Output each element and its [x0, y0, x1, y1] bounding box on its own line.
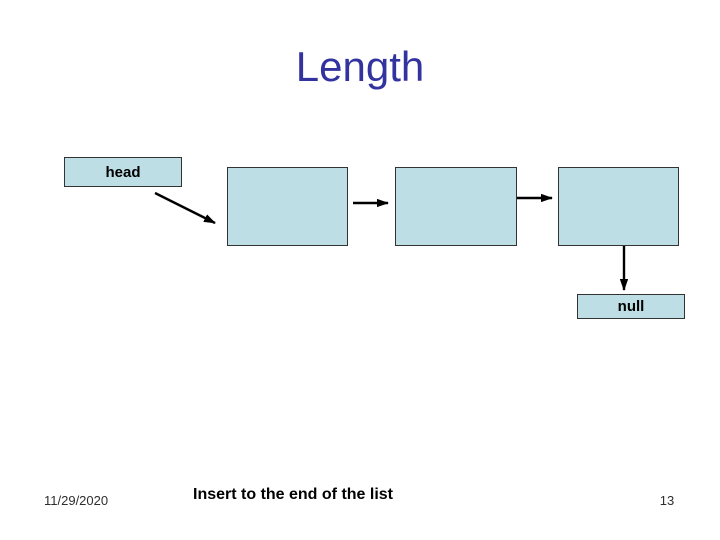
head-label: head [105, 163, 141, 181]
node-box-1 [227, 167, 348, 246]
node-box-2 [395, 167, 517, 246]
page-number: 13 [659, 493, 675, 508]
head-pointer-box: head [64, 157, 182, 187]
slide-title: Length [295, 43, 425, 90]
footer-date: 11/29/2020 [44, 493, 109, 508]
head-to-node1-arrow [154, 191, 216, 225]
footer-caption: Insert to the end of the list [193, 486, 394, 503]
null-label: null [617, 298, 645, 315]
null-box: null [577, 294, 685, 319]
node-box-3 [558, 167, 679, 246]
